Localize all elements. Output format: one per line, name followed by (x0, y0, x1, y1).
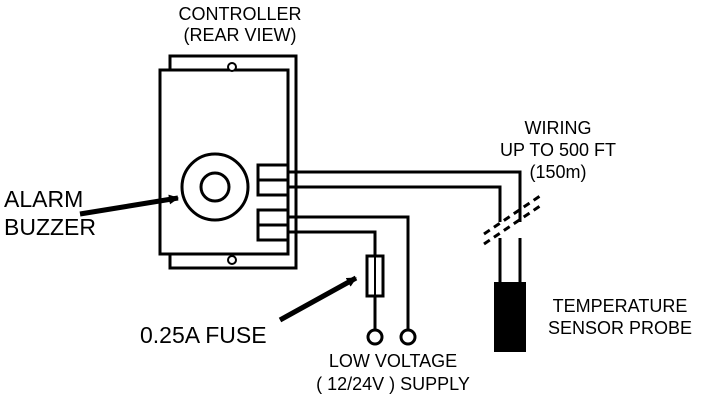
alarm-buzzer-arrow (79, 194, 179, 217)
supply-wire-right (288, 215, 410, 330)
supply-wires (288, 215, 410, 330)
alarm-buzzer (180, 152, 250, 222)
buzzer-inner-ring (199, 171, 231, 203)
controller-title: CONTROLLER (178, 4, 301, 24)
sensor-wire-outer (288, 170, 522, 222)
wiring-metric-label: (150m) (529, 162, 586, 182)
mounting-screw-bottom (227, 255, 237, 265)
wiring-length-label: UP TO 500 FT (500, 140, 616, 160)
alarm-label: ALARM (4, 186, 83, 212)
terminal-block-top (256, 163, 290, 197)
wiring-label: WIRING (525, 118, 592, 138)
terminal-block-bottom (256, 208, 290, 242)
probe-label: TEMPERATURE (553, 296, 688, 316)
supply-terminal-left (366, 328, 384, 346)
supply-label: LOW VOLTAGE (329, 351, 457, 371)
sensor-wires (288, 170, 522, 282)
fuse-label: 0.25A FUSE (140, 322, 267, 348)
supply-terminal-right (399, 328, 417, 346)
wire-break-symbol (483, 194, 541, 246)
fuse (365, 254, 385, 298)
buzzer-label: BUZZER (4, 214, 96, 240)
supply-voltage-label: ( 12/24V ) SUPPLY (316, 374, 470, 394)
fuse-arrow (278, 275, 358, 323)
controller-subtitle: (REAR VIEW) (183, 25, 296, 45)
probe-label-2: SENSOR PROBE (548, 318, 692, 338)
supply-wire-left-upper (288, 230, 377, 256)
mounting-screw-top (227, 62, 237, 72)
temperature-sensor-probe (494, 282, 526, 352)
sensor-wire-inner (288, 185, 502, 222)
